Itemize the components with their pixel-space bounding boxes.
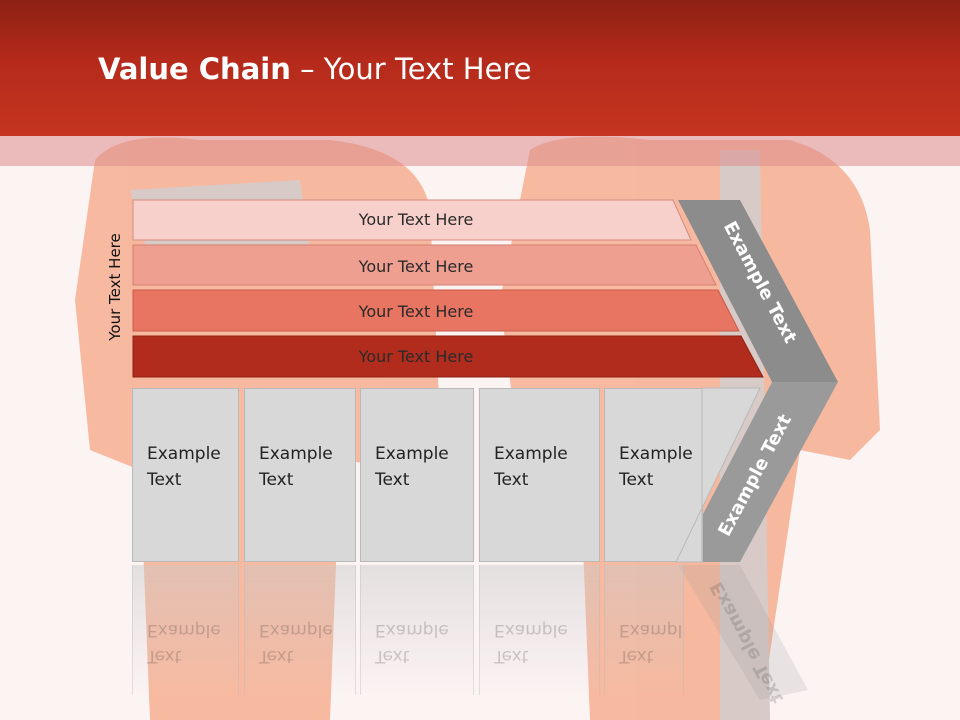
box-4-reflection-text: Text Example xyxy=(494,617,584,669)
box-2-reflection-line1: Example xyxy=(259,620,333,640)
bar-3 xyxy=(132,289,740,332)
bar-1 xyxy=(132,199,692,241)
box-5-reflection: Text Example xyxy=(604,565,684,695)
header-band xyxy=(0,0,960,136)
box-1-reflection-line2: Text xyxy=(147,646,182,666)
bar-1-label: Your Text Here xyxy=(358,210,474,229)
box-4-reflection-line1: Example xyxy=(494,620,568,640)
box-2-line1: Example xyxy=(259,444,333,464)
box-4-reflection: Text Example xyxy=(479,565,600,695)
bar-2-label: Your Text Here xyxy=(358,257,474,276)
box-3-reflection: Text Example xyxy=(360,565,474,695)
bar-4 xyxy=(132,335,764,378)
box-1-reflection-line1: Example xyxy=(147,620,221,640)
box-4-line1: Example xyxy=(494,444,568,464)
box-5-line1: Example xyxy=(619,444,693,464)
bar-2 xyxy=(132,244,717,286)
box-5-reflection-line1: Example xyxy=(619,620,683,640)
box-3-reflection-line2: Text xyxy=(375,646,410,666)
box-1-reflection: Text Example xyxy=(132,565,239,695)
box-3-line1: Example xyxy=(375,444,449,464)
page-title: Value Chain – Your Text Here xyxy=(98,52,532,86)
box-2-reflection-text: Text Example xyxy=(259,617,349,669)
title-bold: Value Chain xyxy=(98,52,291,86)
box-5-reflection-line2: Text xyxy=(619,646,654,666)
box-1-line1: Example xyxy=(147,444,221,464)
box-4-line2: Text xyxy=(494,470,529,490)
box-3-reflection-text: Text Example xyxy=(375,617,465,669)
bar-4-label: Your Text Here xyxy=(358,347,474,366)
chevron-top xyxy=(678,200,838,382)
box-5-line2: Text xyxy=(619,470,654,490)
header-stripe xyxy=(0,136,960,166)
chevron-reflection xyxy=(678,565,808,700)
bar-3-label: Your Text Here xyxy=(358,302,474,321)
box-3-reflection-line1: Example xyxy=(375,620,449,640)
box-2-reflection-line2: Text xyxy=(259,646,294,666)
title-rest: – Your Text Here xyxy=(290,52,532,86)
box-4-reflection-line2: Text xyxy=(494,646,529,666)
box-2-line2: Text xyxy=(259,470,294,490)
chevron-bottom xyxy=(678,382,838,562)
box-5-slant-shape xyxy=(675,387,761,563)
box-1-line2: Text xyxy=(147,470,182,490)
box-5-reflection-text: Text Example xyxy=(619,617,683,669)
box-3-line2: Text xyxy=(375,470,410,490)
box-1-reflection-text: Text Example xyxy=(147,617,237,669)
box-2-reflection: Text Example xyxy=(244,565,356,695)
